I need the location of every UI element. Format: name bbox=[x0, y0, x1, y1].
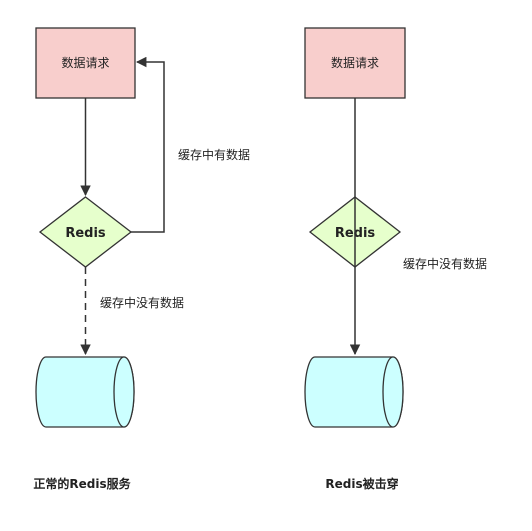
right-request-label: 数据请求 bbox=[331, 55, 379, 70]
left-cache-hit-label: 缓存中有数据 bbox=[178, 147, 250, 162]
left-arrow-cache-hit bbox=[131, 56, 165, 233]
right-cache-miss-label: 缓存中没有数据 bbox=[403, 256, 487, 271]
left-database-cylinder bbox=[35, 356, 135, 428]
left-cache-miss-label: 缓存中没有数据 bbox=[100, 295, 184, 310]
left-caption: 正常的Redis服务 bbox=[33, 476, 131, 491]
right-caption: Redis被击穿 bbox=[325, 476, 398, 491]
right-request-box: 数据请求 bbox=[304, 27, 406, 99]
right-diagram: 数据请求 Redis 缓存中没有数据 Redis被击穿 bbox=[304, 27, 487, 491]
left-diagram: 数据请求 Redis 缓存中有数据 缓存中没有数据 正常的Redis服务 bbox=[33, 27, 250, 491]
left-redis-label: Redis bbox=[65, 226, 106, 241]
right-database-cylinder bbox=[304, 356, 404, 428]
left-redis-diamond: Redis bbox=[38, 196, 133, 268]
left-request-box: 数据请求 bbox=[35, 27, 136, 99]
left-request-label: 数据请求 bbox=[61, 55, 109, 70]
